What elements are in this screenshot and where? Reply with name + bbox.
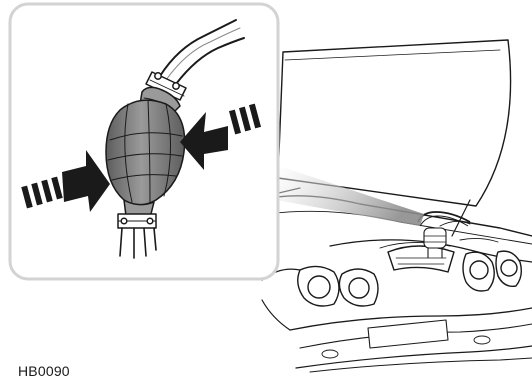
headlamp-right-inner <box>463 252 494 291</box>
front-grille <box>388 246 454 272</box>
number-plate <box>368 320 448 348</box>
figure-code: HB0090 <box>18 363 70 379</box>
headlamp-left-outer <box>298 266 339 306</box>
headlamp-left-inner <box>339 269 378 306</box>
